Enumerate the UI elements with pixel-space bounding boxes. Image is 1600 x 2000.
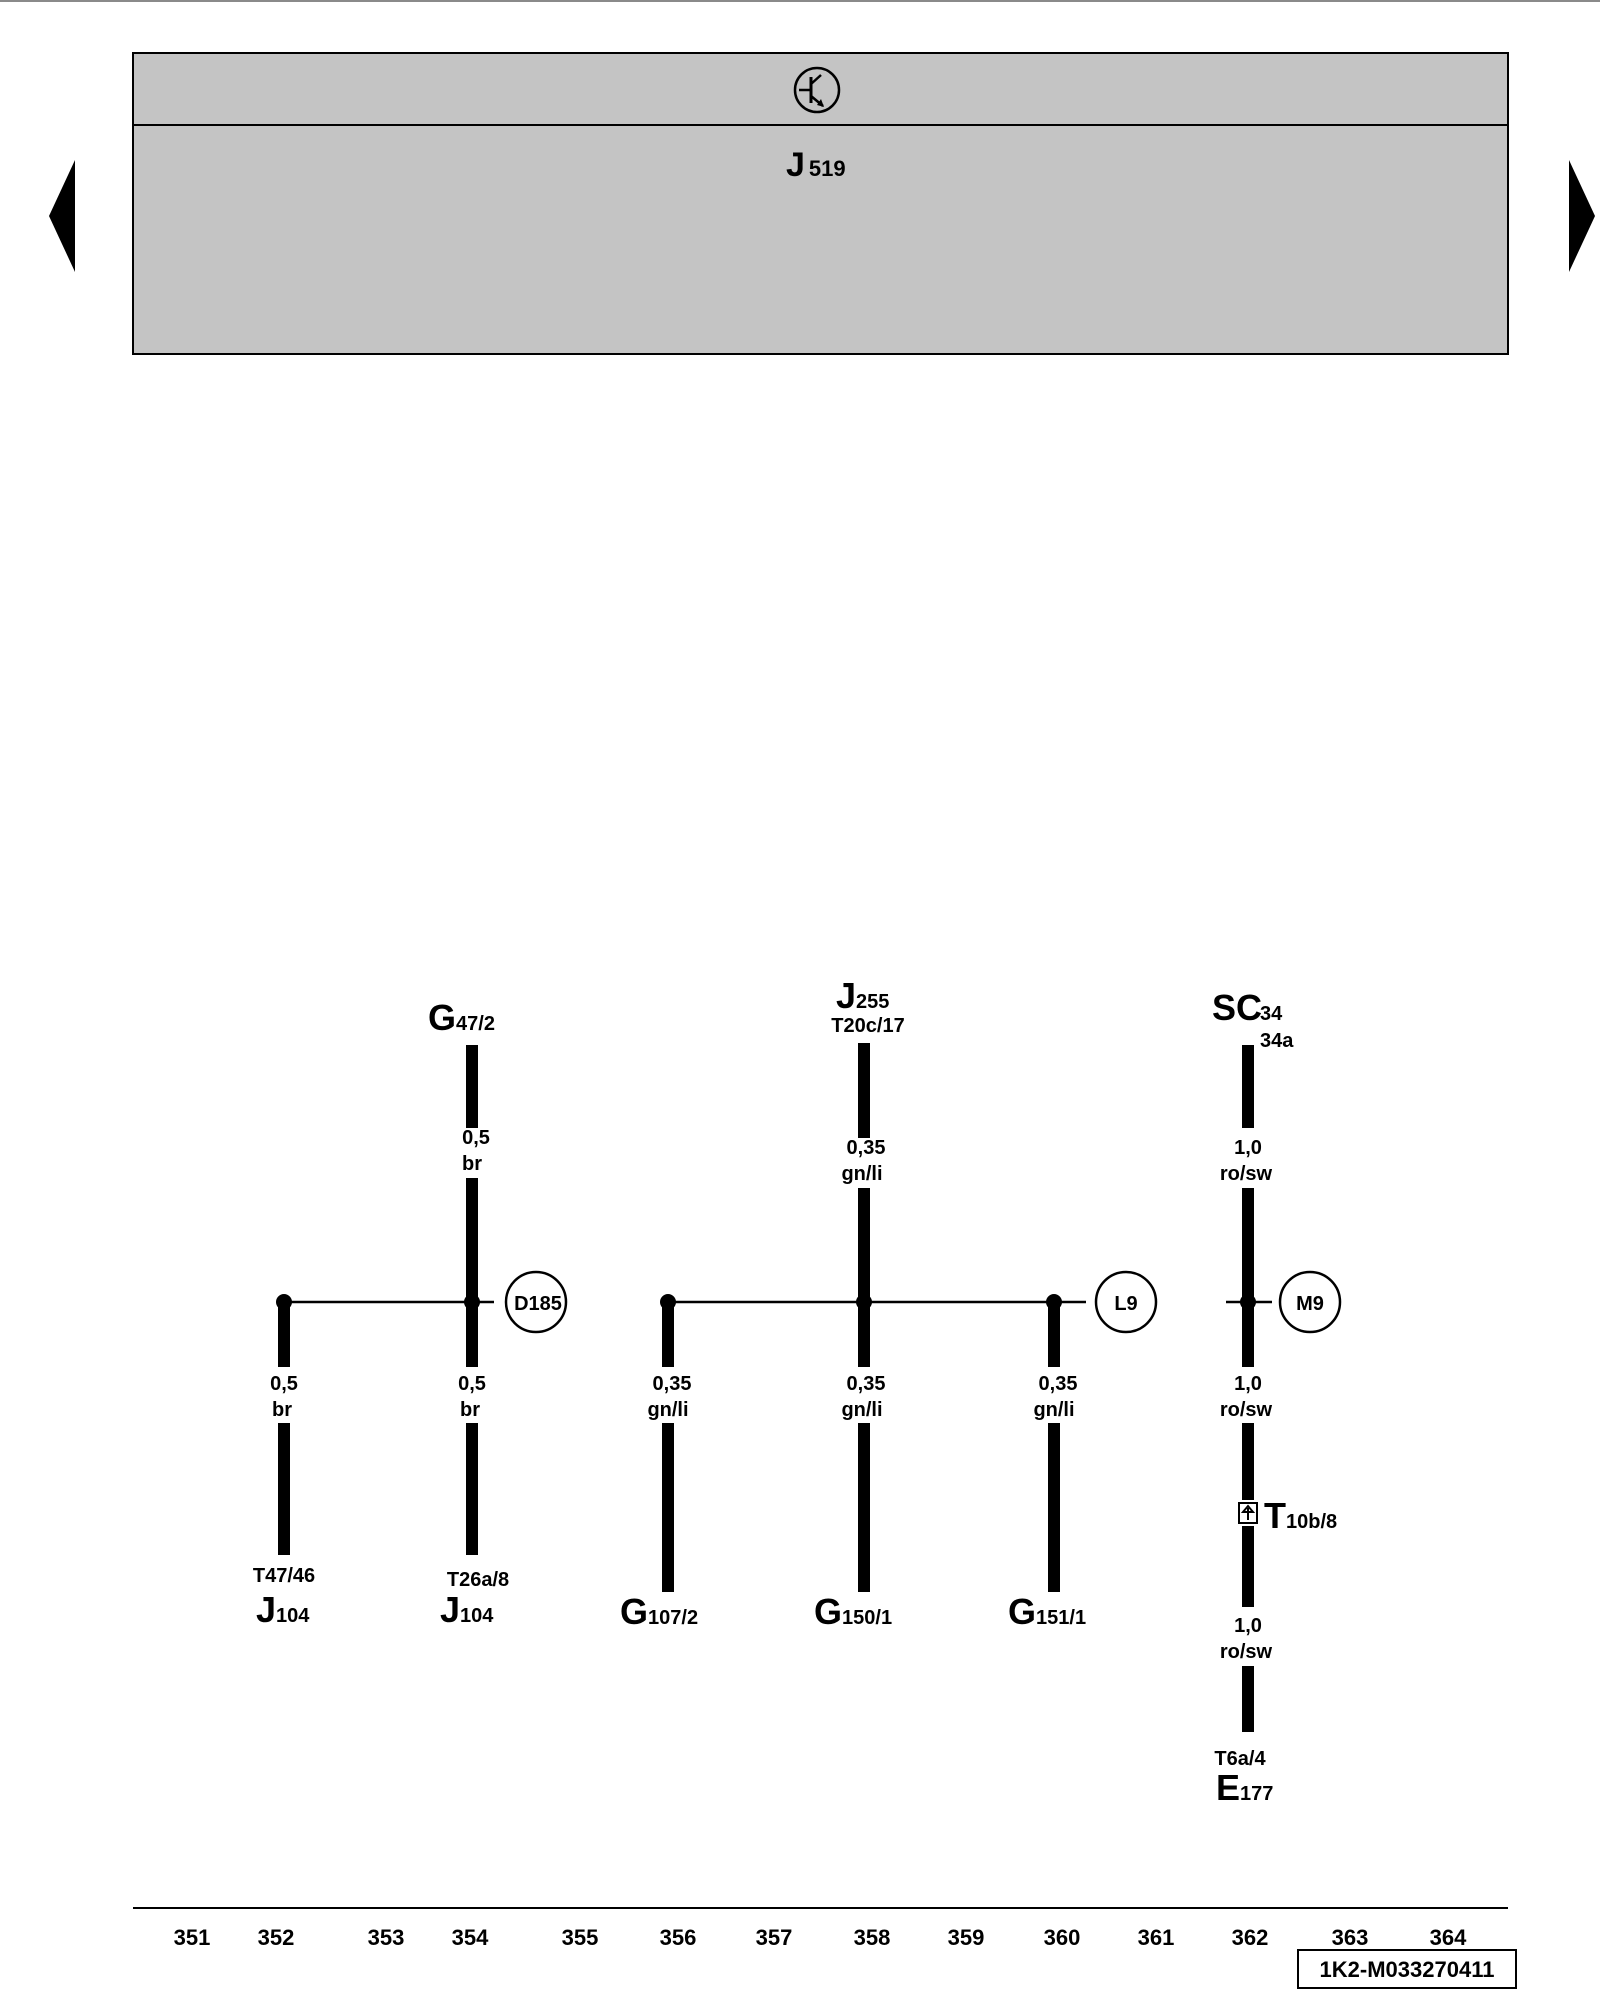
wire-color-label: gn/li <box>1033 1399 1074 1421</box>
svg-text:L9: L9 <box>1114 1293 1137 1315</box>
label-backgrounds <box>250 1128 1296 1666</box>
wire-gauge-label: 0,35 <box>1039 1373 1078 1395</box>
grid-number: 358 <box>854 1925 891 1950</box>
grid-number: 354 <box>452 1925 489 1950</box>
g47-label: G47/2 <box>428 997 495 1038</box>
grid-numbers: 351 352 353 354 355 356 357 358 359 360 … <box>174 1925 1467 1950</box>
end-component-label: E177 <box>1216 1767 1273 1808</box>
grid-number: 364 <box>1430 1925 1467 1950</box>
grid-number: 356 <box>660 1925 697 1950</box>
document-code: 1K2-M033270411 <box>1297 1949 1517 1989</box>
wire-gauge-label: 1,0 <box>1234 1137 1262 1159</box>
wire-color-label: gn/li <box>647 1399 688 1421</box>
wire-gauge-label: 0,5 <box>270 1373 298 1395</box>
j255-pin-label: T20c/17 <box>831 1015 904 1037</box>
pin-label: T6a/4 <box>1214 1748 1266 1770</box>
wire-color-label: ro/sw <box>1220 1163 1273 1185</box>
wire-gauge-label: 0,5 <box>462 1127 490 1149</box>
end-component-label: J104 <box>440 1589 494 1630</box>
wire-gauge-label: 0,35 <box>653 1373 692 1395</box>
end-component-label: G150/1 <box>814 1591 892 1632</box>
wire-color-label: gn/li <box>841 1399 882 1421</box>
branch-wire-labels: 0,5 br 0,5 br 0,35 gn/li 0,35 gn/li 0,35… <box>270 1373 1272 1663</box>
junction-d185: D185 <box>504 1270 568 1334</box>
junction-dot <box>1046 1294 1062 1310</box>
grid-number: 355 <box>562 1925 599 1950</box>
j255-label: J255 <box>836 975 889 1016</box>
junction-dot <box>276 1294 292 1310</box>
pin-label: T47/46 <box>253 1565 315 1587</box>
wire-color-label: br <box>462 1153 482 1175</box>
connector-t10b: T10b/8 <box>1238 1495 1337 1536</box>
grid-number: 360 <box>1044 1925 1081 1950</box>
grid-number: 362 <box>1232 1925 1269 1950</box>
transistor-in-circle-icon <box>793 66 841 114</box>
previous-page-arrow-icon[interactable] <box>46 158 78 274</box>
grid-number: 352 <box>258 1925 295 1950</box>
svg-text:M9: M9 <box>1296 1293 1324 1315</box>
end-component-label: G107/2 <box>620 1591 698 1632</box>
grid-number: 351 <box>174 1925 211 1950</box>
pin-label: T26a/8 <box>447 1569 509 1591</box>
end-component-label: J104 <box>256 1589 310 1630</box>
sc34-label: SC34 <box>1212 987 1283 1028</box>
sc34-pin-label: 34a <box>1260 1030 1294 1052</box>
grid-number: 359 <box>948 1925 985 1950</box>
wire-color-label: br <box>460 1399 480 1421</box>
wire-gauge-label: 0,35 <box>847 1137 886 1159</box>
wire-color-label: br <box>272 1399 292 1421</box>
wires <box>278 1043 1254 1732</box>
junction-dot <box>1240 1294 1256 1310</box>
junction-dots <box>276 1294 1256 1310</box>
junction-dot <box>856 1294 872 1310</box>
wire-gauge-label: 1,0 <box>1234 1373 1262 1395</box>
grid-number: 357 <box>756 1925 793 1950</box>
wire-color-label: ro/sw <box>1220 1641 1273 1663</box>
wire-gauge-label: 0,5 <box>458 1373 486 1395</box>
connector-t10b-label: T10b/8 <box>1264 1495 1337 1536</box>
end-component-label: G151/1 <box>1008 1591 1086 1632</box>
next-page-arrow-icon[interactable] <box>1566 158 1598 274</box>
grid-number: 361 <box>1138 1925 1175 1950</box>
wire-color-label: gn/li <box>841 1163 882 1185</box>
upper-wire-labels: 0,5 br 0,35 gn/li 1,0 ro/sw <box>462 1127 1273 1185</box>
junction-dot <box>464 1294 480 1310</box>
top-rule <box>0 0 1600 2</box>
grid-number: 353 <box>368 1925 405 1950</box>
wire-color-label: ro/sw <box>1220 1399 1273 1421</box>
wire-gauge-label: 0,35 <box>847 1373 886 1395</box>
junction-l9: L9 <box>1094 1270 1158 1334</box>
bottom-component-labels: T47/46 J104 T26a/8 J104 G107/2 G150/1 G1… <box>253 1565 1274 1808</box>
connector-arrow-icon <box>1238 1502 1258 1524</box>
svg-text:1K2-M033270411: 1K2-M033270411 <box>1320 1957 1495 1982</box>
wire-gauge-label: 1,0 <box>1234 1615 1262 1637</box>
junction-m9: M9 <box>1278 1270 1342 1334</box>
junction-dot <box>660 1294 676 1310</box>
svg-text:D185: D185 <box>514 1293 562 1315</box>
grid-number: 363 <box>1332 1925 1369 1950</box>
